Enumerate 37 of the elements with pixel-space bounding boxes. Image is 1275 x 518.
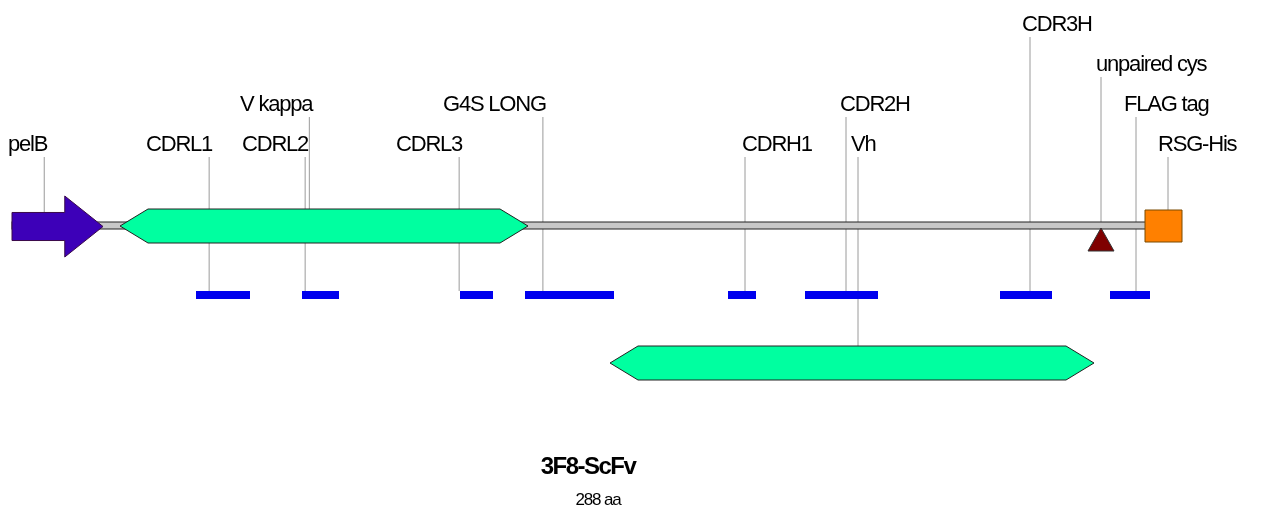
region-bar	[525, 291, 614, 299]
region-bar	[1000, 291, 1052, 299]
domain-hexagon	[609, 345, 1095, 381]
tag-square	[1144, 209, 1183, 243]
region-bar	[728, 291, 756, 299]
region-bar	[460, 291, 493, 299]
feature-label: Vh	[851, 132, 876, 156]
domain-hexagon	[119, 208, 529, 244]
feature-label: CDRL1	[146, 132, 213, 156]
feature-label: CDR2H	[840, 92, 910, 116]
leader-line	[542, 116, 544, 292]
region-bar	[302, 291, 339, 299]
leader-line	[857, 156, 859, 347]
caption: 288 aa	[575, 490, 621, 510]
triangle-marker	[1087, 227, 1115, 252]
feature-label: CDRL3	[396, 132, 463, 156]
feature-label: CDRH1	[742, 132, 812, 156]
feature-label: pelB	[8, 132, 48, 156]
signal-arrow	[11, 195, 104, 258]
feature-label: RSG-His	[1158, 132, 1237, 156]
leader-line	[1135, 116, 1137, 292]
feature-label: G4S LONG	[443, 92, 546, 116]
leader-line	[43, 156, 45, 213]
leader-line	[744, 156, 746, 292]
feature-label: FLAG tag	[1124, 92, 1209, 116]
leader-line	[845, 116, 847, 292]
region-bar	[1110, 291, 1150, 299]
leader-line	[1167, 156, 1169, 211]
feature-label: V kappa	[240, 92, 313, 116]
feature-label: CDR3H	[1022, 12, 1092, 36]
region-bar	[196, 291, 250, 299]
leader-line	[308, 116, 310, 210]
feature-label: unpaired cys	[1096, 52, 1207, 76]
region-bar	[805, 291, 878, 299]
feature-label: CDRL2	[242, 132, 309, 156]
leader-line	[1029, 36, 1031, 292]
title: 3F8-ScFv	[540, 452, 636, 480]
